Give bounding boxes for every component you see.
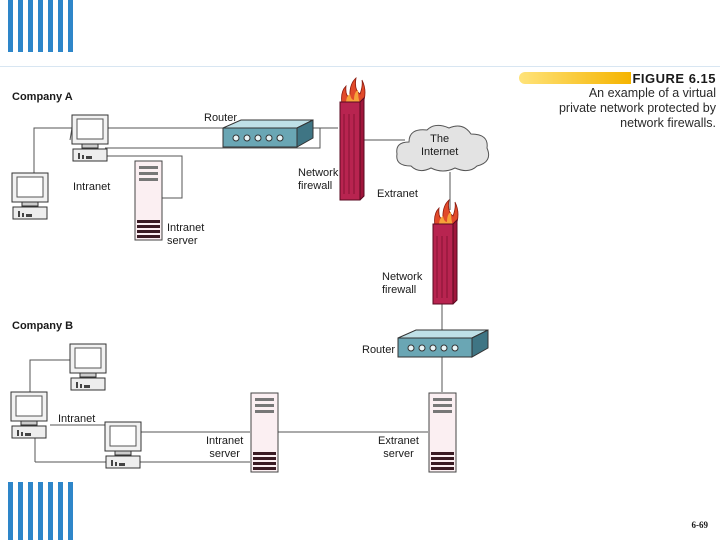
company-a-intranet-server-label: Intranet server	[167, 222, 205, 247]
company-b-router-label: Router	[362, 344, 396, 356]
bottom-stripes-decoration	[0, 482, 78, 540]
internet-label: The Internet	[421, 133, 459, 158]
company-a-intranet-label: Intranet	[73, 181, 111, 193]
extranet-label: Extranet	[377, 188, 418, 200]
company-b-intranet-server-label: Intranet server	[206, 435, 244, 460]
company-a-router-label: Router	[204, 112, 238, 124]
router-icon	[397, 329, 489, 358]
computer-icon	[69, 343, 107, 391]
computer-icon	[71, 114, 109, 162]
cloud-icon	[396, 124, 490, 172]
page-number: 6-69	[691, 520, 709, 530]
computer-icon	[104, 421, 142, 469]
top-stripes-decoration	[0, 0, 78, 52]
company-b-intranet-label: Intranet	[58, 413, 96, 425]
company-a-firewall-label: Network firewall	[298, 167, 339, 192]
figure-caption: FIGURE 6.15 An example of a virtual priv…	[536, 71, 716, 131]
company-b-firewall-label: Network firewall	[382, 271, 423, 296]
router-icon	[222, 119, 314, 148]
top-divider	[0, 66, 720, 67]
figure-title: FIGURE 6.15	[632, 71, 716, 86]
company-b-label: Company B	[12, 320, 74, 332]
server-icon	[428, 392, 457, 473]
figure-highlight-bar	[519, 72, 631, 84]
company-b-extranet-server-label: Extranet server	[378, 435, 419, 460]
server-icon	[250, 392, 279, 473]
company-a-label: Company A	[12, 91, 73, 103]
computer-icon	[10, 391, 48, 439]
figure-caption-text: An example of a virtual private network …	[558, 86, 716, 130]
firewall-icon	[339, 76, 366, 201]
computer-icon	[11, 172, 49, 220]
firewall-icon	[432, 198, 459, 305]
server-icon	[134, 160, 163, 241]
